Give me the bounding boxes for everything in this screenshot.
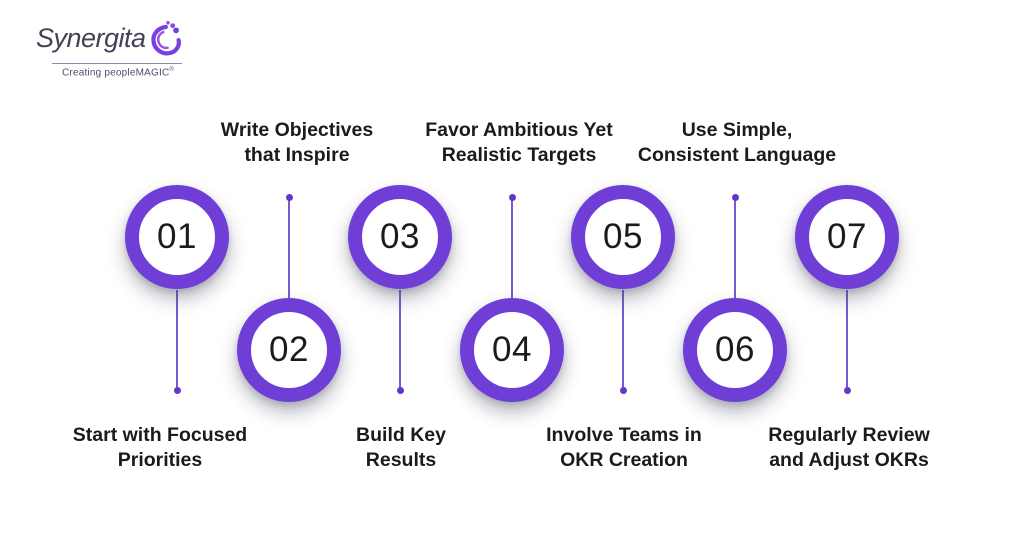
connector-dot <box>173 387 181 394</box>
step-circle: 04 <box>460 298 564 402</box>
step-label: Use Simple, Consistent Language <box>637 119 837 166</box>
step-label: Build Key Results <box>356 424 446 471</box>
connector-dot <box>396 387 404 394</box>
step-circle: 07 <box>795 185 899 289</box>
step-circle: 05 <box>571 185 675 289</box>
step-circle: 02 <box>237 298 341 402</box>
step-label: Start with Focused Priorities <box>72 424 248 471</box>
logo-wordmark: Synergita <box>36 23 146 53</box>
logo: Synergita Creating peopleMAGIC® <box>36 18 186 78</box>
logo-tagline: Creating peopleMAGIC® <box>61 67 174 79</box>
logo-rule <box>52 63 182 64</box>
step-connector <box>288 200 290 298</box>
step-label: Write Objectives that Inspire <box>220 119 374 166</box>
step-label: Involve Teams in OKR Creation <box>546 424 702 471</box>
step-circle: 01 <box>125 185 229 289</box>
step-number: 07 <box>827 217 867 256</box>
step-connector <box>511 200 513 298</box>
step-number: 05 <box>603 217 643 256</box>
step-number: 03 <box>380 217 420 256</box>
step-number: 01 <box>157 217 197 256</box>
registered-mark: ® <box>169 67 174 73</box>
step-connector <box>176 290 178 388</box>
step-connector <box>399 290 401 388</box>
connector-dot <box>731 194 739 201</box>
step-circle: 03 <box>348 185 452 289</box>
step-connector <box>734 200 736 298</box>
logo-flourish-icon <box>148 18 182 63</box>
connector-dot <box>619 387 627 394</box>
step-number: 04 <box>492 330 532 369</box>
connector-dot <box>508 194 516 201</box>
step-label: Favor Ambitious Yet Realistic Targets <box>425 119 613 166</box>
step-connector <box>622 290 624 388</box>
step-number: 02 <box>269 330 309 369</box>
step-label: Regularly Review and Adjust OKRs <box>768 424 930 471</box>
step-number: 06 <box>715 330 755 369</box>
step-connector <box>846 290 848 388</box>
connector-dot <box>285 194 293 201</box>
step-circle: 06 <box>683 298 787 402</box>
connector-dot <box>843 387 851 394</box>
